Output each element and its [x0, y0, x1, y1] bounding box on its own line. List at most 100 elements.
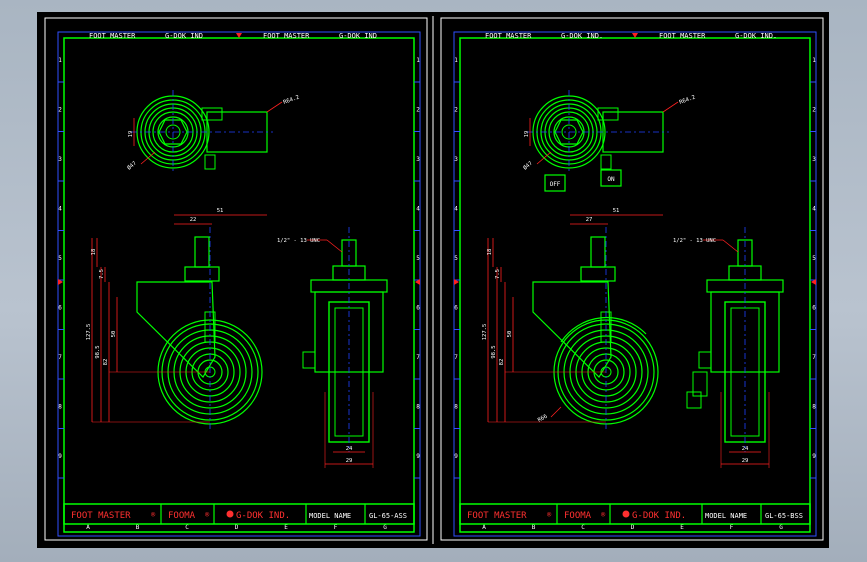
- col-label-B: B: [532, 524, 536, 531]
- top-radius-leader: [662, 101, 679, 113]
- top-dim-width: 19: [524, 131, 530, 138]
- title-model-value: GL-65-ASS: [369, 512, 407, 520]
- row-label-right-4: 4: [812, 206, 816, 213]
- top-dia-leader: [140, 151, 156, 165]
- col-label-G: G: [383, 524, 387, 531]
- row-label-left-5: 5: [58, 255, 62, 262]
- row-label-left-7: 7: [454, 354, 458, 361]
- side-radius-leader: [550, 406, 562, 418]
- header-left-company: G-DOK IND: [165, 32, 203, 40]
- header-left-brand: FOOT MASTER: [89, 32, 136, 40]
- side-dim-v4: 127.5: [482, 324, 488, 341]
- header-right-company: G-DOK IND: [339, 32, 377, 40]
- top-view-axle: [561, 124, 577, 140]
- row-label-right-7: 7: [416, 354, 420, 361]
- side-view-nut: [580, 266, 616, 282]
- row-label-left-9: 9: [454, 453, 458, 460]
- row-label-right-2: 2: [416, 107, 420, 114]
- front-dim-w1: 24: [742, 446, 749, 452]
- title-brand-fooma: FOOMA: [168, 511, 196, 521]
- header-right-company: G-DOK IND.: [735, 32, 777, 40]
- side-view-fork: [136, 281, 216, 378]
- side-dim-d1: 27: [586, 217, 593, 223]
- header-right-brand: FOOT MASTER: [263, 32, 310, 40]
- front-dim-w2: 29: [742, 458, 749, 464]
- row-label-left-2: 2: [58, 107, 62, 114]
- title-block-frame: [63, 503, 415, 525]
- side-dim-d2: 51: [217, 208, 224, 214]
- top-view-stem: [600, 154, 612, 170]
- row-label-right-3: 3: [416, 156, 420, 163]
- side-dim-d2: 51: [613, 208, 620, 214]
- top-radius-leader: [266, 101, 283, 113]
- side-dim-v1: 18: [91, 249, 97, 256]
- row-label-right-9: 9: [416, 453, 420, 460]
- front-view-fork: [710, 291, 780, 373]
- col-label-A: A: [86, 524, 90, 531]
- front-dim-w1: 24: [346, 446, 353, 452]
- top-dim-width: 19: [128, 131, 134, 138]
- side-dim-v6: 82: [499, 359, 505, 366]
- side-dim-v6: 82: [103, 359, 109, 366]
- header-right-brand: FOOT MASTER: [659, 32, 706, 40]
- side-view-nut: [184, 266, 220, 282]
- title-reg-mark-2: ®: [601, 511, 606, 519]
- thread-leader-2: [326, 239, 343, 253]
- row-label-right-1: 1: [812, 57, 816, 64]
- sheet-outer-border: [44, 17, 428, 541]
- row-label-left-2: 2: [454, 107, 458, 114]
- row-label-left-9: 9: [58, 453, 62, 460]
- side-view-stem: [194, 236, 210, 268]
- row-label-right-1: 1: [416, 57, 420, 64]
- row-label-left-7: 7: [58, 354, 62, 361]
- title-company: G-DOK IND.: [236, 511, 290, 521]
- cad-drawing: FOOT MASTER G-DOK IND FOOT MASTER G-DOK IND…: [44, 16, 824, 544]
- row-label-right-9: 9: [812, 453, 816, 460]
- switch-on-box: [600, 169, 622, 187]
- col-label-D: D: [631, 524, 635, 531]
- title-block-frame: [459, 503, 811, 525]
- sheet-blue-frame: [57, 31, 421, 537]
- col-label-E: E: [284, 524, 288, 531]
- side-marker-left: [58, 279, 63, 285]
- row-label-right-8: 8: [416, 404, 420, 411]
- row-label-right-3: 3: [812, 156, 816, 163]
- col-label-G: G: [779, 524, 783, 531]
- top-dim-radius: R64.2: [283, 95, 301, 106]
- top-dim-dia: Ø47: [126, 160, 138, 172]
- row-label-left-4: 4: [454, 206, 458, 213]
- row-label-right-5: 5: [416, 255, 420, 262]
- side-marker-right: [811, 279, 816, 285]
- title-model-label: MODEL NAME: [309, 512, 351, 520]
- col-label-D: D: [235, 524, 239, 531]
- front-view-axle-cap: [698, 351, 712, 369]
- row-label-left-1: 1: [454, 57, 458, 64]
- header-center-marker: [236, 33, 242, 38]
- row-label-left-4: 4: [58, 206, 62, 213]
- switch-off-box: [544, 174, 566, 192]
- front-view-brake-pedal: [686, 391, 702, 409]
- col-label-C: C: [185, 524, 189, 531]
- side-dim-v1: 18: [487, 249, 493, 256]
- col-label-A: A: [482, 524, 486, 531]
- title-model-value: GL-65-BSS: [765, 512, 803, 520]
- row-label-left-5: 5: [454, 255, 458, 262]
- row-label-right-2: 2: [812, 107, 816, 114]
- header-center-marker: [632, 33, 638, 38]
- side-dim-v2: 7.5: [495, 269, 501, 279]
- row-label-left-6: 6: [58, 305, 62, 312]
- row-label-right-4: 4: [416, 206, 420, 213]
- cad-drawing-canvas[interactable]: FOOT MASTER G-DOK IND FOOT MASTER G-DOK IND…: [37, 12, 829, 548]
- col-label-F: F: [334, 524, 338, 531]
- side-dim-v3: 50: [507, 331, 513, 338]
- sheet-blue-frame: [453, 31, 817, 537]
- sheet-outer-border: [440, 17, 824, 541]
- row-label-right-6: 6: [812, 305, 816, 312]
